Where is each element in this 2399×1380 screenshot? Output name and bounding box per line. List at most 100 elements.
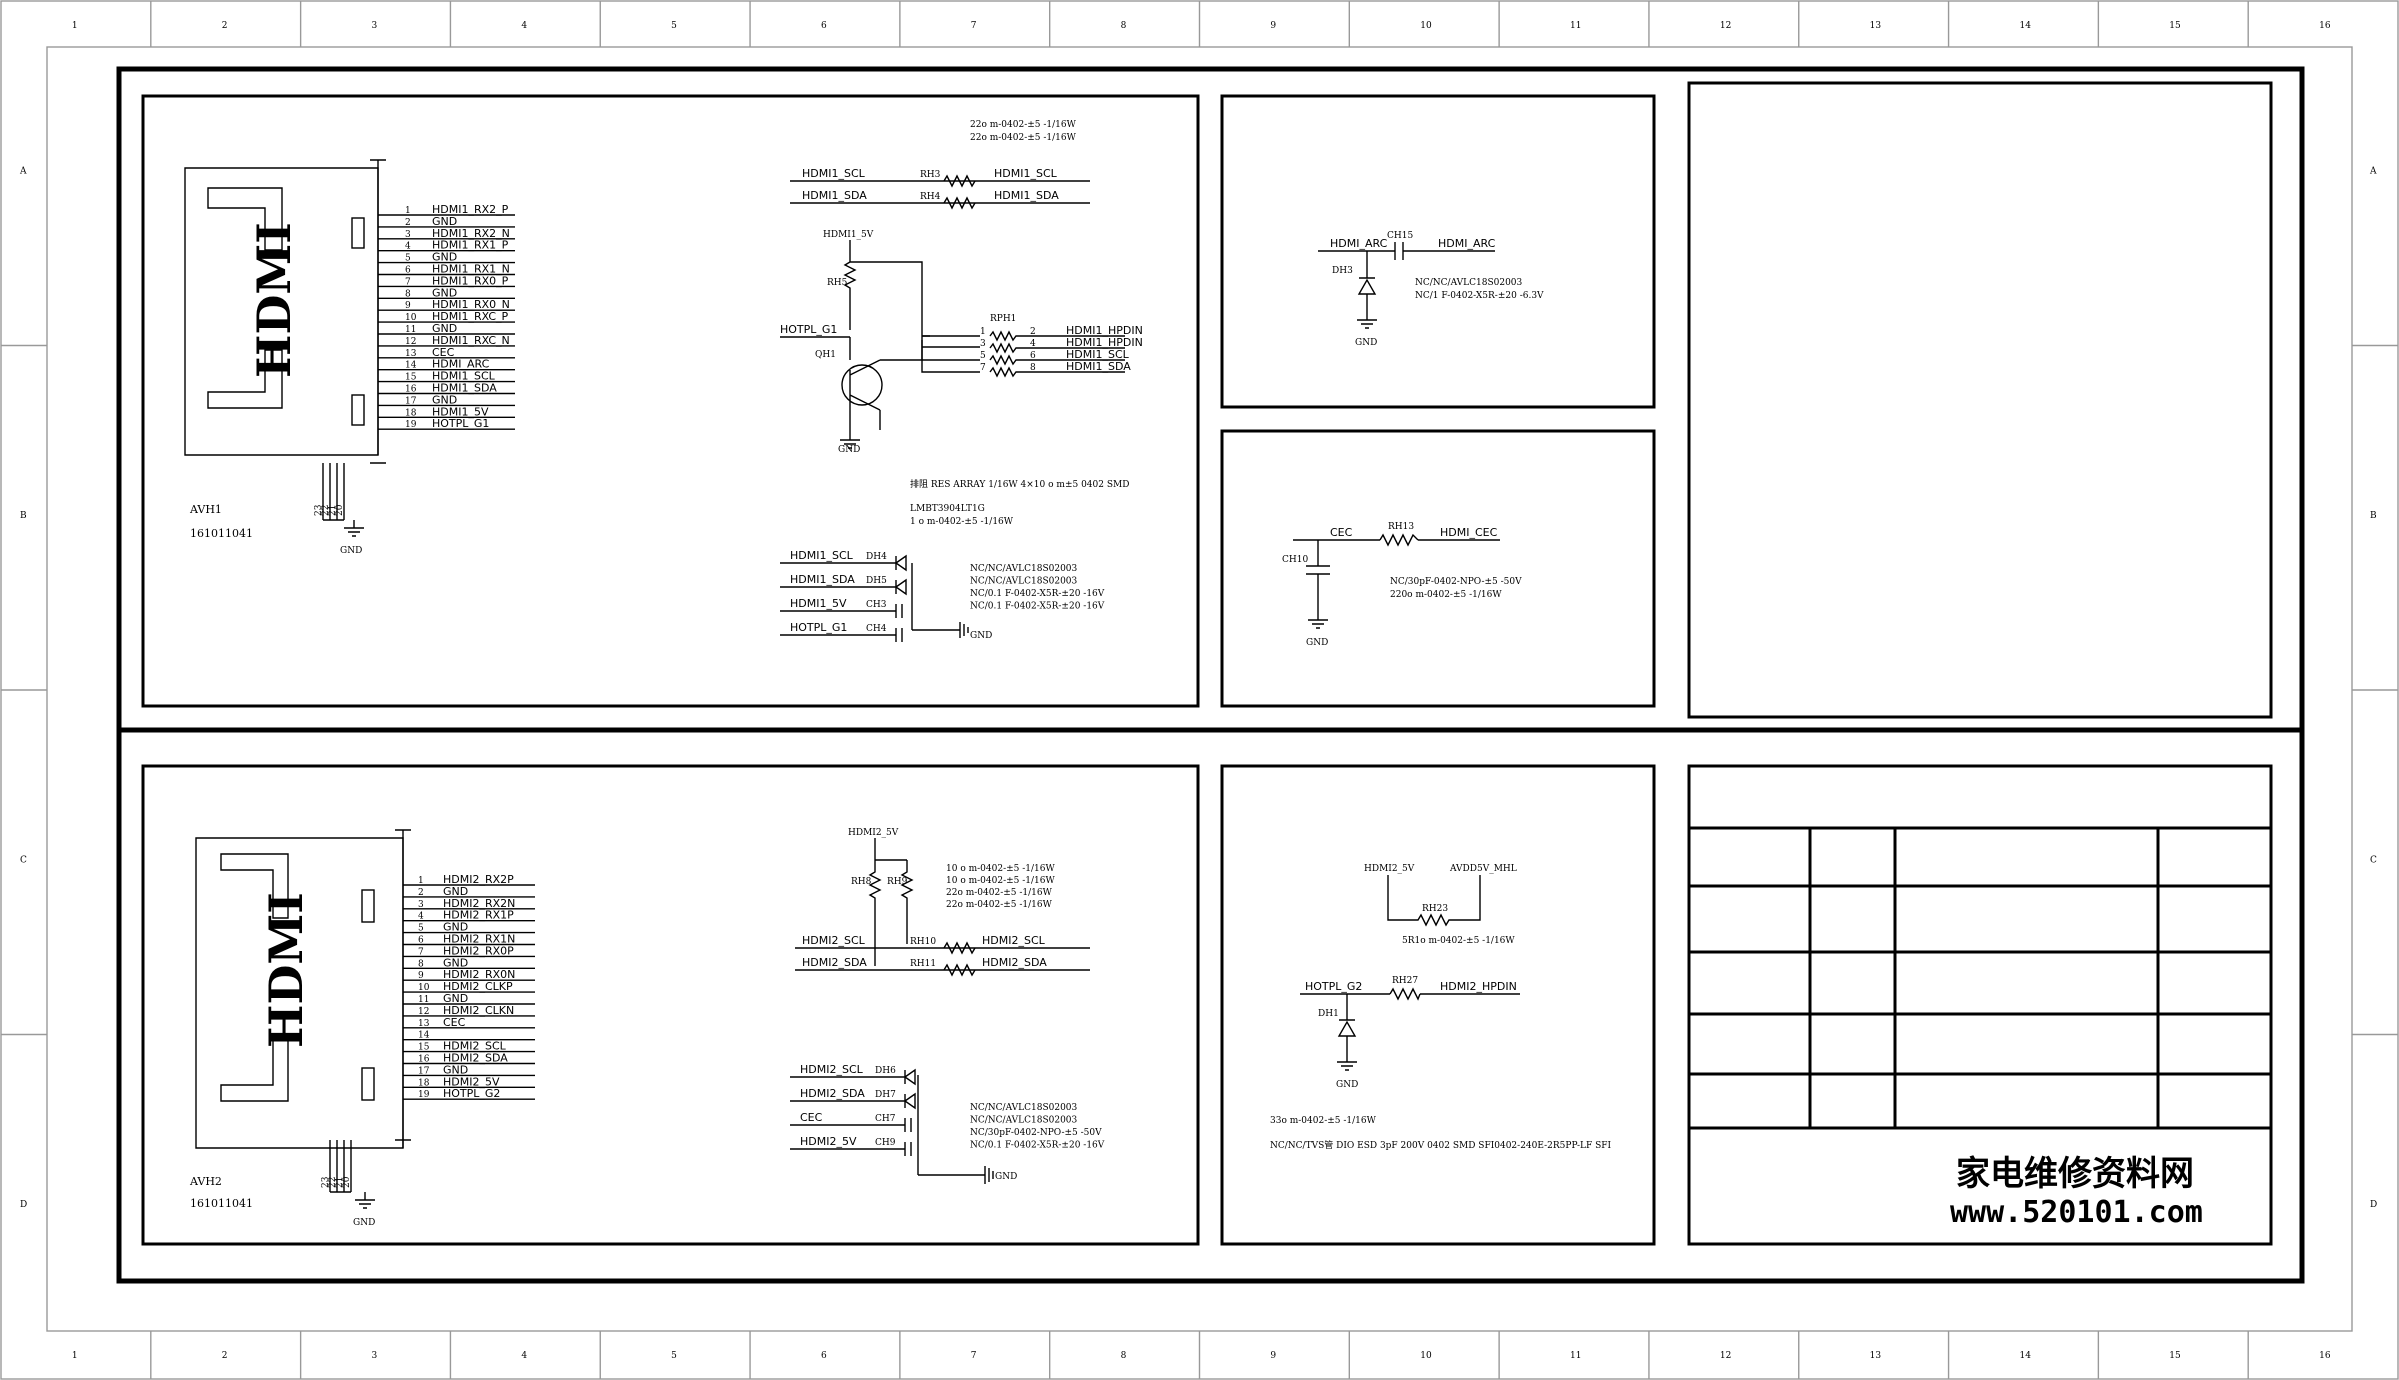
pin-number: 10 [418,983,430,993]
arc-net-right: HDMI_ARC [1438,237,1496,250]
mhl-avdd: AVDD5V_MHL [1449,864,1517,874]
rh8-ref: RH8 [851,877,872,887]
grid-col-top: 14 [2019,21,2031,31]
grid-col-top: 4 [521,21,527,31]
arc-circuit: HDMI_ARC CH15 HDMI_ARC DH3 GND NC/NC/AVL… [1318,231,1544,348]
pin-number: 1 [405,206,411,216]
sec1-gnd: GND [838,445,860,455]
pin-number: 19 [405,420,417,430]
grid-col-bottom: 4 [521,1351,527,1361]
pin-net-label: HDMI2_5V [443,1075,500,1088]
grid-row-right: D [2370,1200,2377,1210]
sec2-res-note: 10 o m-0402-±5 -1/16W [946,864,1055,874]
pin-net-label: HDMI2_RX1P [443,909,514,922]
grid-col-bottom: 16 [2319,1351,2331,1361]
pin-number: 18 [418,1078,430,1088]
sec2-esd-gnd: GND [995,1172,1017,1182]
grid-col-top: 15 [2169,21,2181,31]
pin-net-label: HDMI1_RX0_P [432,274,509,287]
arc-box [1220,94,1656,409]
grid-row-left: C [20,855,27,865]
watermark-url: www.520101.com [1950,1195,2203,1230]
pin-number: 14 [405,361,417,371]
esd-capacitor [895,628,903,642]
pin-net-label: HDMI1_RX2_P [432,203,509,216]
esd-net-label: HDMI1_SDA [790,573,855,586]
hdmi1-part: 161011041 [190,527,253,540]
pin-net-label: HOTPL_G2 [443,1087,500,1100]
pin-net-label: HDMI2_SCL [443,1040,507,1053]
pin-number: 1 [418,876,424,886]
pin-number: 8 [405,289,411,299]
title-block: 家电维修资料网 www.520101.com [1687,764,2273,1246]
rh13-ref: RH13 [1388,522,1414,532]
rh11-ref: RH11 [910,959,936,969]
pin-net-label: HOTPL_G1 [432,417,489,430]
sec1-hotpl: HOTPL_G1 [780,323,837,336]
esd-capacitor [904,1142,912,1156]
esd-ref: CH4 [866,624,887,634]
grid-col-bottom: 13 [1870,1351,1882,1361]
qh1-ref: QH1 [815,350,836,360]
esd-ref: DH7 [875,1090,896,1100]
shield-pin-number: 21 [328,505,338,516]
rph-pin-left: 5 [980,351,986,361]
pin-number: 11 [418,995,429,1005]
sec2-5v: HDMI2_5V [848,828,899,838]
rph-net-label: HDMI1_HPDIN [1066,336,1143,349]
pin-number: 13 [405,349,417,359]
esd-note: NC/30pF-0402-NPO-±5 -50V [970,1128,1102,1138]
tvs-diode [894,578,907,596]
pin-number: 5 [405,254,411,264]
grid-col-bottom: 6 [821,1351,827,1361]
pin-number: 6 [418,936,424,946]
rph-pin-left: 3 [980,339,986,349]
pin-net-label: HDMI_ARC [432,358,490,371]
watermark-cn: 家电维修资料网 [1956,1154,2194,1194]
mhl-hotpl: HOTPL_G2 [1305,980,1362,993]
hdmi2-gnd-label: GND [353,1218,375,1228]
hdmi2-box [141,764,1200,1246]
grid-col-top: 11 [1570,21,1581,31]
ch10-ref: CH10 [1282,555,1308,565]
esd-ref: CH9 [875,1138,896,1148]
pin-net-label: HDMI1_RX1_P [432,239,509,252]
rh23-ref: RH23 [1422,904,1448,914]
grid-col-bottom: 11 [1570,1351,1581,1361]
esd-note: NC/NC/AVLC18S02003 [970,1116,1078,1126]
pin-number: 7 [418,947,424,957]
esd-net-label: CEC [800,1111,823,1124]
rh10-ref: RH10 [910,937,936,947]
grid-col-top: 8 [1121,21,1127,31]
grid-col-top: 16 [2319,21,2331,31]
sec1-5v: HDMI1_5V [823,230,874,240]
esd-ref: DH5 [866,576,887,586]
grid-col-top: 6 [821,21,827,31]
pin-number: 6 [405,266,411,276]
esd-ref: DH4 [866,552,887,562]
rph-pin-right: 4 [1030,339,1036,349]
grid-col-bottom: 1 [72,1351,78,1361]
pin-net-label: HDMI2_RX2P [443,873,514,886]
grid-col-top: 9 [1270,21,1276,31]
sec2-sda-right: HDMI2_SDA [982,956,1047,969]
hdmi2-ref: AVH2 [189,1175,222,1188]
pin-net-label: GND [443,1063,468,1076]
rph-pin-right: 2 [1030,327,1036,337]
esd-net-label: HDMI1_5V [790,597,847,610]
grid-row-left: B [20,511,27,521]
pin-number: 3 [405,230,411,240]
pin-net-label: GND [443,956,468,969]
grid-col-bottom: 10 [1420,1351,1432,1361]
grid-row-right: C [2370,855,2377,865]
ch15-ref: CH15 [1387,231,1413,241]
dh1-ref: DH1 [1318,1009,1339,1019]
grid-col-top: 7 [971,21,977,31]
shield-pin-number: 20 [335,504,345,516]
sec1-res-note2: 22o m-0402-±5 -1/16W [970,133,1077,143]
rph-pin-right: 8 [1030,363,1036,373]
hdmi1-ref: AVH1 [189,503,222,516]
hdmi1-title: HDMI [247,222,301,378]
